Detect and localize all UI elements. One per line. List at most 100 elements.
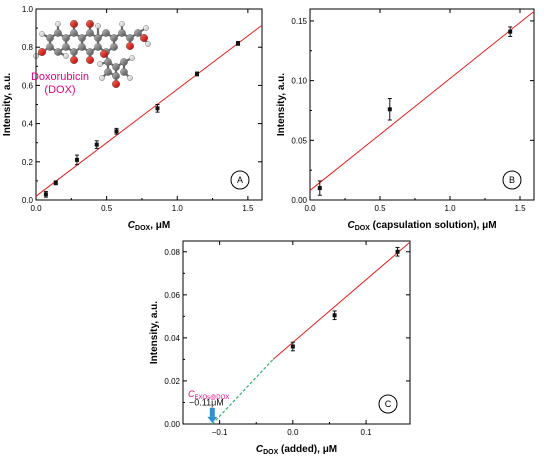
y-tick-label: 0.4 [22, 120, 34, 129]
intercept-annotation-label: CEXOs@DOX [188, 389, 229, 401]
x-axis-label: CDOX, μM [128, 220, 170, 232]
data-point [387, 107, 392, 112]
carbon-atom [120, 68, 128, 76]
molecule-illustration [33, 20, 151, 88]
hydrogen-atom [99, 75, 105, 81]
data-point [395, 249, 400, 254]
y-tick-label: 0.08 [164, 248, 180, 257]
hydrogen-atom [127, 75, 133, 81]
y-tick-label: 0.00 [164, 420, 180, 429]
y-tick-label: 0.8 [22, 43, 34, 52]
fit-line [35, 24, 263, 197]
y-axis-label: Intensity, a.u. [276, 73, 287, 136]
data-point [290, 344, 295, 349]
y-tick-label: 0.05 [291, 136, 307, 145]
x-tick-label: 0.0 [30, 204, 42, 213]
hydrogen-atom [97, 61, 103, 67]
panel-label: A [237, 175, 243, 185]
y-axis-label: Intensity, a.u. [149, 301, 160, 364]
y-tick-label: 0.04 [164, 334, 180, 343]
molecule-name-label: Doxorubicin [31, 71, 89, 83]
x-tick-label: 1.5 [242, 204, 254, 213]
data-point [332, 313, 337, 318]
carbon-atom [134, 29, 142, 37]
carbon-atom [46, 34, 54, 42]
intercept-value-label: −0.11μM [189, 398, 224, 408]
hydrogen-atom [39, 31, 45, 37]
x-tick-label: 1.0 [444, 204, 456, 213]
data-point [317, 186, 322, 191]
hydrogen-atom [55, 21, 61, 27]
hydrogen-atom [145, 41, 151, 47]
y-tick-label: 0.2 [22, 158, 34, 167]
data-point [508, 29, 513, 34]
oxygen-atom [69, 56, 78, 65]
panel-badge [230, 170, 250, 190]
y-tick-label: 0.00 [291, 196, 307, 205]
oxygen-atom [125, 42, 134, 51]
y-tick-label: 0.02 [164, 377, 180, 386]
carbon-atom [94, 34, 102, 42]
hydrogen-atom [63, 53, 69, 59]
data-point [43, 192, 48, 197]
carbon-atom [54, 48, 62, 56]
arrow-shaft [209, 407, 215, 417]
panel-badge [378, 394, 398, 414]
data-point [53, 180, 58, 185]
fit-line [272, 241, 411, 360]
carbon-atom [54, 29, 62, 37]
carbon-atom [126, 34, 134, 42]
hydrogen-atom [143, 25, 149, 31]
carbon-atom [110, 34, 118, 42]
oxygen-atom [111, 79, 120, 88]
oxygen-atom [85, 20, 94, 29]
carbon-atom [86, 29, 94, 37]
data-points [317, 26, 513, 196]
oxygen-atom [99, 50, 108, 59]
x-tick-label: 0.1 [361, 428, 373, 437]
y-tick-label: 0.15 [291, 17, 307, 26]
x-tick-label: 1.5 [514, 204, 526, 213]
carbon-atom [94, 43, 102, 51]
data-points [43, 40, 240, 198]
x-axis-label: CDOX (capsulation solution), μM [347, 220, 496, 232]
plot-frame [182, 240, 411, 425]
carbon-atom [118, 29, 126, 37]
x-tick-label: −0.1 [212, 428, 228, 437]
extrapolation-line [211, 359, 274, 425]
y-tick-label: 0.10 [291, 77, 307, 86]
carbon-atom [70, 48, 78, 56]
panel-label: B [509, 175, 515, 185]
hydrogen-atom [95, 23, 101, 29]
carbon-atom [104, 68, 112, 76]
carbon-atom [78, 34, 86, 42]
carbon-atom [112, 72, 120, 80]
oxygen-atom [38, 48, 47, 57]
hydrogen-atom [129, 55, 135, 61]
x-tick-label: 1.0 [172, 204, 184, 213]
oxygen-atom [69, 20, 78, 29]
carbon-atom [120, 58, 128, 66]
carbon-atom [102, 29, 110, 37]
carbon-atom [78, 43, 86, 51]
x-tick-label: 0.0 [287, 428, 299, 437]
data-point [235, 41, 240, 46]
y-tick-label: 0.6 [22, 81, 34, 90]
oxygen-atom [139, 34, 148, 43]
carbon-atom [62, 43, 70, 51]
hydrogen-atom [119, 21, 125, 27]
carbon-atom [112, 63, 120, 71]
data-point [94, 142, 99, 147]
carbon-atom [70, 29, 78, 37]
data-points [290, 246, 400, 352]
carbon-atom [104, 58, 112, 66]
plot-frame [35, 8, 263, 201]
fit-line [309, 10, 535, 191]
x-tick-label: 0.5 [374, 204, 386, 213]
